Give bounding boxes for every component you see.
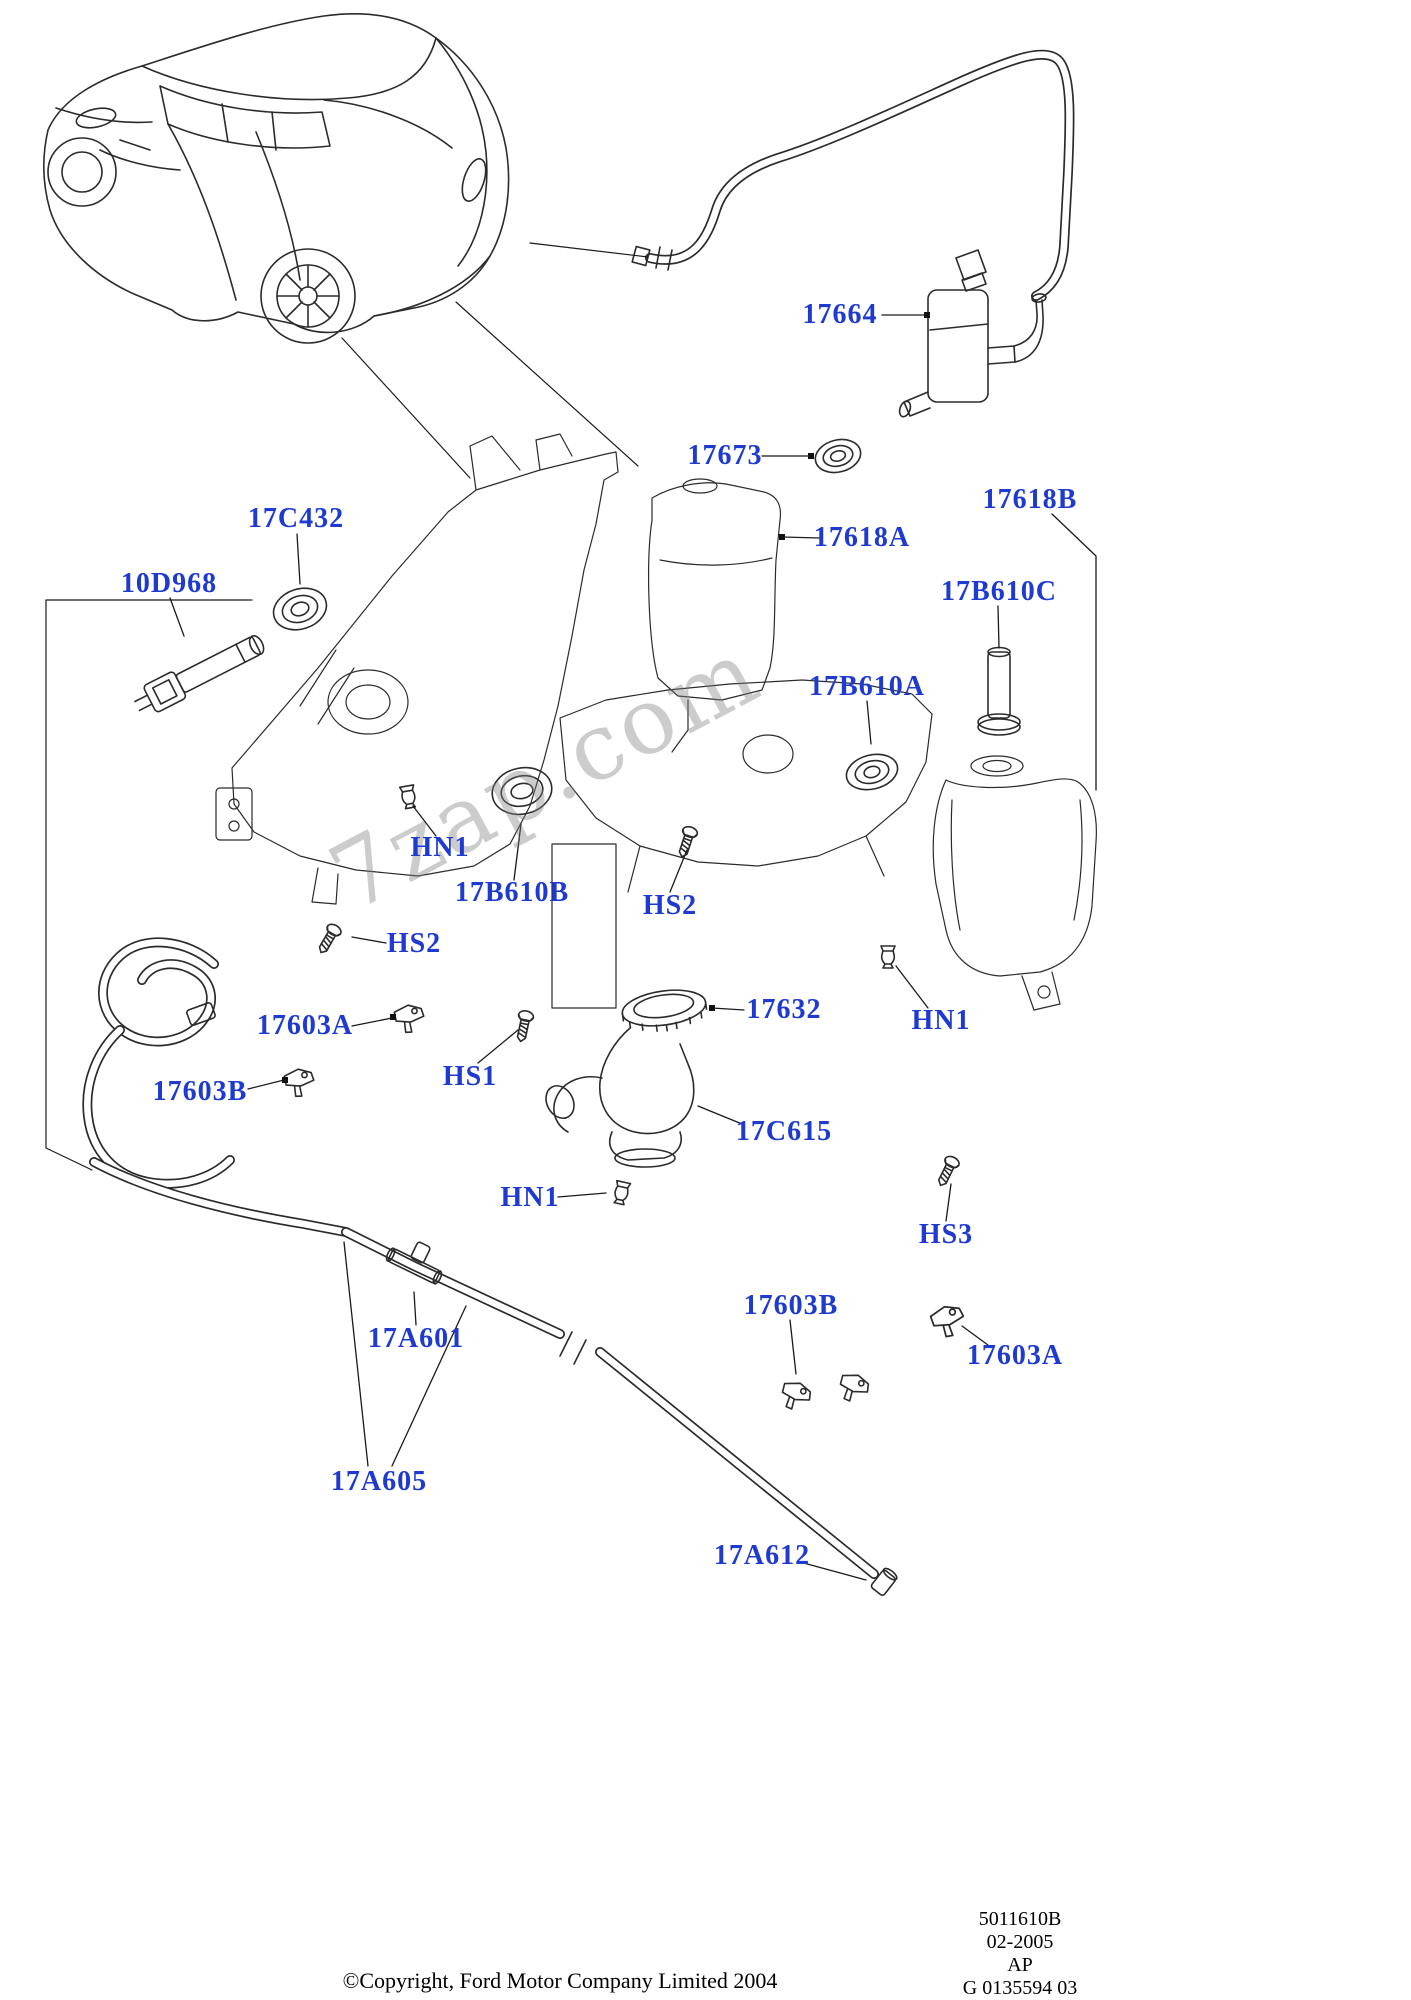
part-label-17632[interactable]: 17632 [746,994,822,1025]
part-label-hs2-mid[interactable]: HS2 [642,890,698,921]
catalog-number: 5011610B [978,1908,1062,1930]
part-label-17673[interactable]: 17673 [687,440,763,471]
part-label-17A612[interactable]: 17A612 [713,1540,811,1571]
screw-hs2-left-drawing [313,921,344,958]
hose-assembly-drawing [82,937,351,1237]
part-label-17618B[interactable]: 17618B [982,484,1078,515]
clip-hn1-right-drawing [880,945,896,969]
sensor-10D968-drawing [134,635,265,713]
part-label-17C615[interactable]: 17C615 [735,1116,833,1147]
copyright-line: ©Copyright, Ford Motor Company Limited 2… [342,1968,778,1993]
part-label-hs2-left[interactable]: HS2 [386,928,442,959]
part-label-17B610C[interactable]: 17B610C [941,576,1057,607]
part-label-hn1-upper[interactable]: HN1 [410,832,470,863]
grommet-17B610B-drawing [491,766,553,816]
reference-lines [45,242,649,1171]
part-label-17C432[interactable]: 17C432 [247,503,345,534]
part-label-17603A-upper[interactable]: 17603A [256,1010,354,1041]
pipe-17B610C-drawing [977,646,1021,736]
filler-17C615-drawing [545,1027,695,1168]
plate-region-code: AP [1007,1954,1033,1976]
reservoir-17618B-drawing [932,755,1097,1011]
jet-17603B-upper-drawing [282,1065,318,1100]
hose-top-drawing [631,49,1075,301]
clip-hn1-lower-drawing [611,1179,632,1206]
part-label-17A601[interactable]: 17A601 [367,1323,465,1354]
part-label-17603B-upper[interactable]: 17603B [152,1076,248,1107]
apron-panel-drawing [215,433,619,905]
part-label-17618A[interactable]: 17618A [813,522,911,553]
vehicle-illustration [42,13,510,344]
jet-17603B-lower2-drawing [836,1370,872,1406]
reservoir-17618A-drawing [648,478,782,753]
title-block: 5011610B 02-2005 AP G 0135594 03 [930,1908,1110,2000]
part-label-hn1-right[interactable]: HN1 [911,1005,971,1036]
part-label-17B610A[interactable]: 17B610A [809,671,925,702]
jet-17603A-upper-drawing [392,1001,428,1036]
mount-bracket-drawing [551,679,933,1009]
grommet-17673-drawing [814,438,862,474]
part-label-10D968[interactable]: 10D968 [120,568,218,599]
jet-17603B-lower-drawing [778,1378,814,1414]
part-label-17664[interactable]: 17664 [802,299,878,330]
cap-17632-drawing [621,989,708,1032]
jet-17603A-lower-drawing [928,1300,970,1342]
plate-date: 02-2005 [986,1931,1054,1953]
leader-lines [169,314,1097,1581]
leader-endpoint-dots [282,312,930,1083]
part-label-17A605[interactable]: 17A605 [330,1466,428,1497]
part-label-17B610B[interactable]: 17B610B [454,877,570,908]
part-label-hs3[interactable]: HS3 [918,1219,974,1250]
tee-17A601-drawing [385,1241,443,1285]
drawing-number: G 0135594 03 [962,1977,1078,1999]
part-label-17603B-lower[interactable]: 17603B [743,1290,839,1321]
grommet-17B610A-drawing [845,753,899,791]
pump-17664-drawing [898,249,1047,418]
part-label-17603A-lower[interactable]: 17603A [966,1340,1064,1371]
part-label-hs1[interactable]: HS1 [442,1061,498,1092]
screw-hs2-mid-drawing [674,824,700,860]
hose-17A605-drawing [341,1227,898,1596]
grommet-17C432-drawing [272,587,328,631]
screw-hs1-drawing [512,1008,536,1044]
part-label-hn1-lower[interactable]: HN1 [500,1182,560,1213]
screw-hs3-drawing [933,1153,962,1190]
